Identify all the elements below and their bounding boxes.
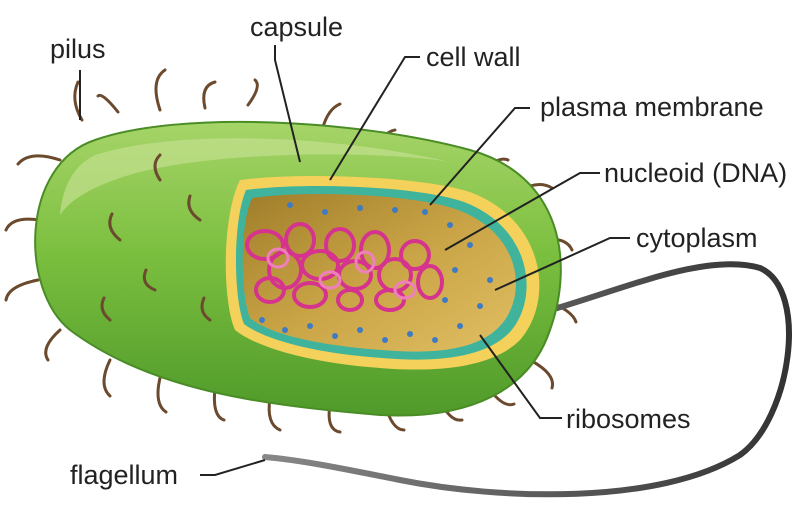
label-nucleoid: nucleoid (DNA)	[604, 158, 787, 188]
label-capsule: capsule	[250, 12, 343, 42]
pili-front	[100, 153, 212, 322]
ribosomes	[259, 202, 493, 343]
label-pilus: pilus	[50, 34, 106, 64]
label-flagellum: flagellum	[70, 460, 178, 490]
nucleoid-dna-light	[266, 247, 417, 300]
flagellum-shape	[262, 261, 792, 498]
leader-lines	[79, 45, 630, 476]
label-plasma-membrane: plasma membrane	[540, 92, 764, 122]
label-cytoplasm: cytoplasm	[636, 223, 758, 253]
label-cell-wall: cell wall	[426, 42, 521, 72]
label-ribosomes: ribosomes	[566, 404, 691, 434]
